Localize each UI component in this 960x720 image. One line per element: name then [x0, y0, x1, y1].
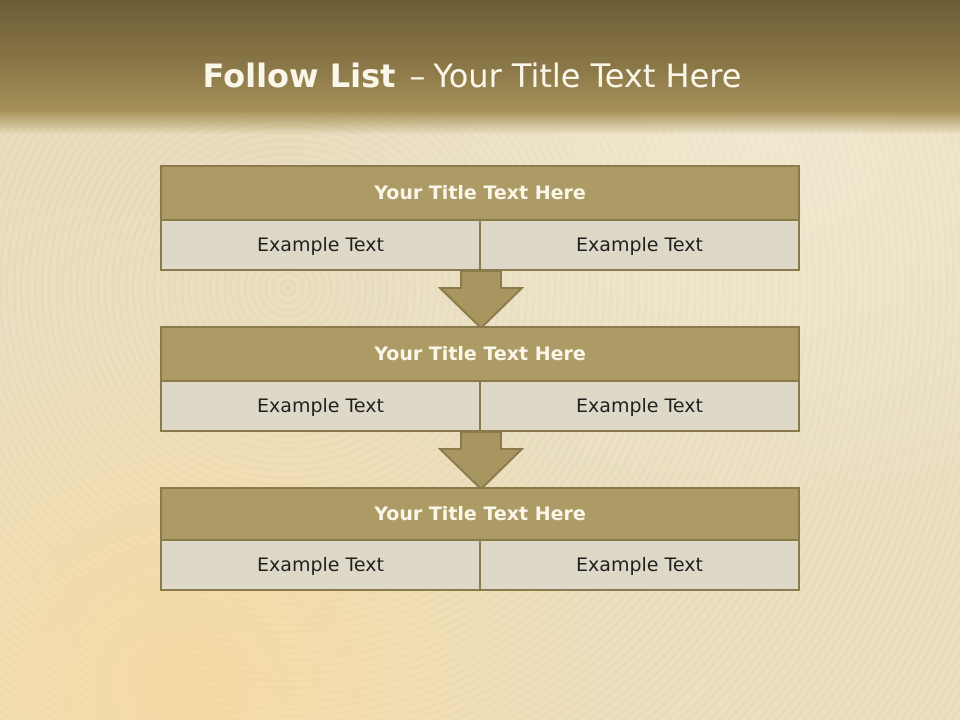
title-band	[0, 0, 960, 135]
block-header: Your Title Text Here	[160, 326, 800, 382]
block-cell-right: Example Text	[481, 541, 800, 591]
block-row: Example Text Example Text	[160, 541, 800, 591]
down-arrow-icon	[438, 271, 524, 329]
slide-title-separator: –	[409, 57, 426, 95]
list-block-1: Your Title Text Here Example Text Exampl…	[160, 165, 800, 271]
list-block-2: Your Title Text Here Example Text Exampl…	[160, 326, 800, 432]
block-cell-left: Example Text	[160, 382, 481, 432]
block-cell-right: Example Text	[481, 221, 800, 271]
down-arrow-icon	[438, 432, 524, 490]
block-row: Example Text Example Text	[160, 382, 800, 432]
list-block-3: Your Title Text Here Example Text Exampl…	[160, 487, 800, 591]
slide-title: Follow List–Your Title Text Here	[0, 56, 944, 96]
slide-title-rest: Your Title Text Here	[433, 57, 742, 95]
block-cell-left: Example Text	[160, 541, 481, 591]
block-row: Example Text Example Text	[160, 221, 800, 271]
block-cell-left: Example Text	[160, 221, 481, 271]
slide-title-bold: Follow List	[202, 57, 396, 95]
block-cell-right: Example Text	[481, 382, 800, 432]
block-header: Your Title Text Here	[160, 487, 800, 541]
block-header: Your Title Text Here	[160, 165, 800, 221]
